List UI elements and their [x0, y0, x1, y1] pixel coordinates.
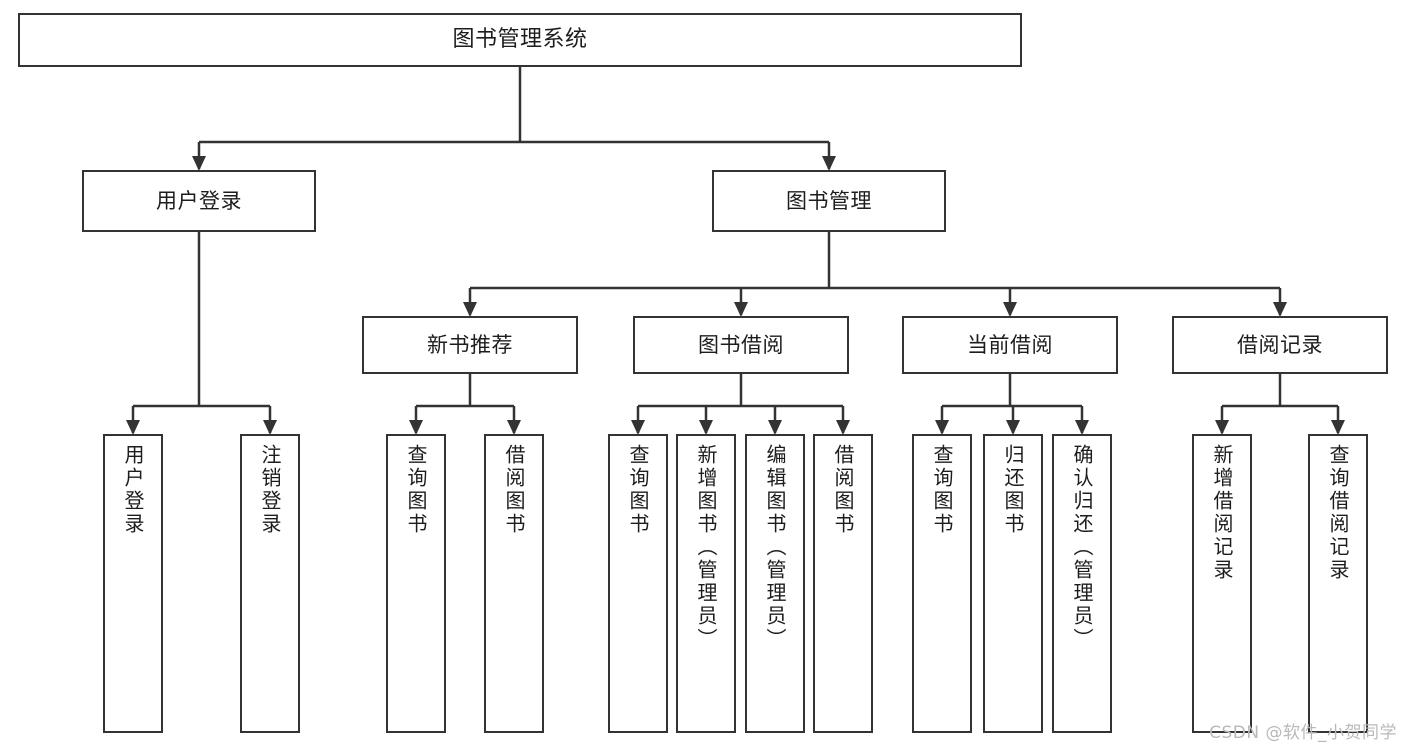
arrow-head-icon: [1215, 420, 1229, 435]
watermark: CSDN @软件_小贺同学: [1209, 723, 1397, 743]
node-label: 借阅图书: [831, 444, 855, 536]
node-book-manage[interactable]: 图书管理: [712, 170, 946, 232]
node-label: 图书管理: [786, 188, 872, 213]
node-label: 确认归还（管理员）: [1070, 444, 1094, 651]
node-label: 图书借阅: [698, 332, 784, 357]
node-leaf-add-book[interactable]: 新增图书（管理员）: [676, 434, 736, 733]
arrow-head-icon: [699, 420, 713, 435]
arrow-head-icon: [1006, 420, 1020, 435]
node-user-login[interactable]: 用户登录: [82, 170, 316, 232]
node-leaf-edit-book[interactable]: 编辑图书（管理员）: [745, 434, 805, 733]
arrow-head-icon: [409, 420, 423, 435]
node-leaf-query-record[interactable]: 查询借阅记录: [1308, 434, 1368, 733]
node-label: 新书推荐: [427, 332, 513, 357]
arrow-head-icon: [935, 420, 949, 435]
arrow-head-icon: [1075, 420, 1089, 435]
node-book-borrow[interactable]: 图书借阅: [633, 316, 849, 374]
node-leaf-logout[interactable]: 注销登录: [240, 434, 300, 733]
arrow-head-icon: [768, 420, 782, 435]
arrow-head-icon: [192, 156, 206, 171]
node-leaf-borrow-book[interactable]: 借阅图书: [813, 434, 873, 733]
node-label: 查询图书: [404, 444, 428, 536]
arrow-head-icon: [507, 420, 521, 435]
node-label: 借阅记录: [1237, 332, 1323, 357]
arrow-head-icon: [1331, 420, 1345, 435]
node-leaf-query-book-rec[interactable]: 查询图书: [386, 434, 446, 733]
node-label: 图书管理系统: [452, 27, 588, 53]
node-label: 查询借阅记录: [1326, 444, 1350, 582]
node-label: 查询图书: [930, 444, 954, 536]
node-label: 新增借阅记录: [1210, 444, 1234, 582]
node-leaf-confirm-return[interactable]: 确认归还（管理员）: [1052, 434, 1112, 733]
arrow-head-icon: [836, 420, 850, 435]
node-leaf-add-record[interactable]: 新增借阅记录: [1192, 434, 1252, 733]
node-label: 借阅图书: [502, 444, 526, 536]
arrow-head-icon: [1003, 302, 1017, 317]
node-root[interactable]: 图书管理系统: [18, 13, 1022, 67]
node-label: 归还图书: [1001, 444, 1025, 536]
node-leaf-return-book[interactable]: 归还图书: [983, 434, 1043, 733]
arrow-head-icon: [1273, 302, 1287, 317]
node-label: 用户登录: [156, 188, 242, 213]
arrow-head-icon: [822, 156, 836, 171]
node-current-borrow[interactable]: 当前借阅: [902, 316, 1118, 374]
arrow-head-icon: [463, 302, 477, 317]
node-label: 用户登录: [121, 444, 145, 536]
node-label: 新增图书（管理员）: [694, 444, 718, 651]
arrow-head-icon: [631, 420, 645, 435]
node-new-book-rec[interactable]: 新书推荐: [362, 316, 578, 374]
node-label: 查询图书: [626, 444, 650, 536]
arrow-head-icon: [263, 420, 277, 435]
node-label: 当前借阅: [967, 332, 1053, 357]
node-leaf-user-login[interactable]: 用户登录: [103, 434, 163, 733]
node-label: 编辑图书（管理员）: [763, 444, 787, 651]
node-leaf-query-book-cur[interactable]: 查询图书: [912, 434, 972, 733]
arrow-head-icon: [126, 420, 140, 435]
node-leaf-borrow-book-rec[interactable]: 借阅图书: [484, 434, 544, 733]
node-leaf-query-book-borrow[interactable]: 查询图书: [608, 434, 668, 733]
node-borrow-record[interactable]: 借阅记录: [1172, 316, 1388, 374]
arrow-head-icon: [734, 302, 748, 317]
node-label: 注销登录: [258, 444, 282, 536]
